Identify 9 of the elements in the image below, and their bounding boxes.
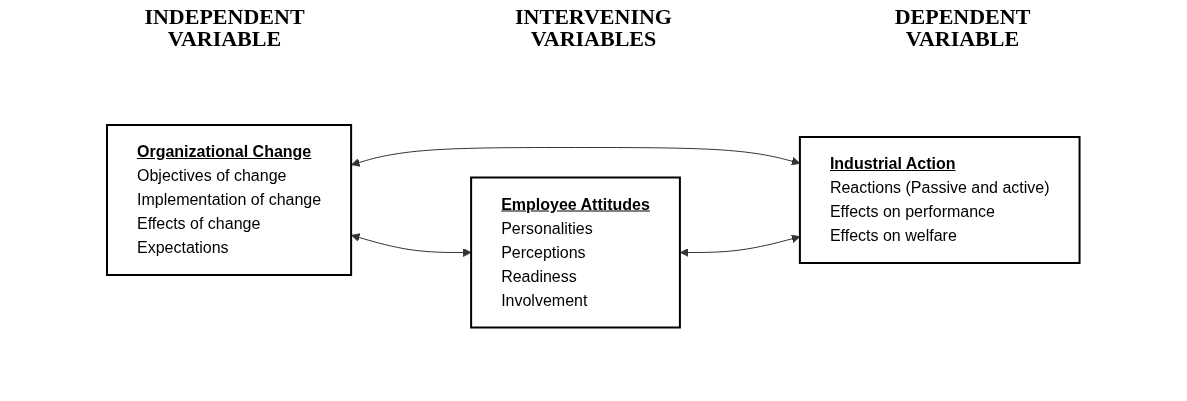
arrow [351,146,801,167]
column-heading: INTERVENING VARIABLES [514,6,673,53]
arrow [351,233,472,257]
node-box: Employee Attitudes Personalities Perceptions Readiness Involvement [470,176,682,329]
column-heading: INDEPENDENT VARIABLE [143,6,306,53]
arrow [680,234,801,257]
column-heading: DEPENDENT VARIABLE [893,6,1032,53]
node-box: Industrial Action Reactions (Passive and active) Effects on performance Effects on welfare [799,135,1081,264]
node-box: Organizational Change Objectives of change Implementation of change Effects of change Expectations [106,123,353,276]
